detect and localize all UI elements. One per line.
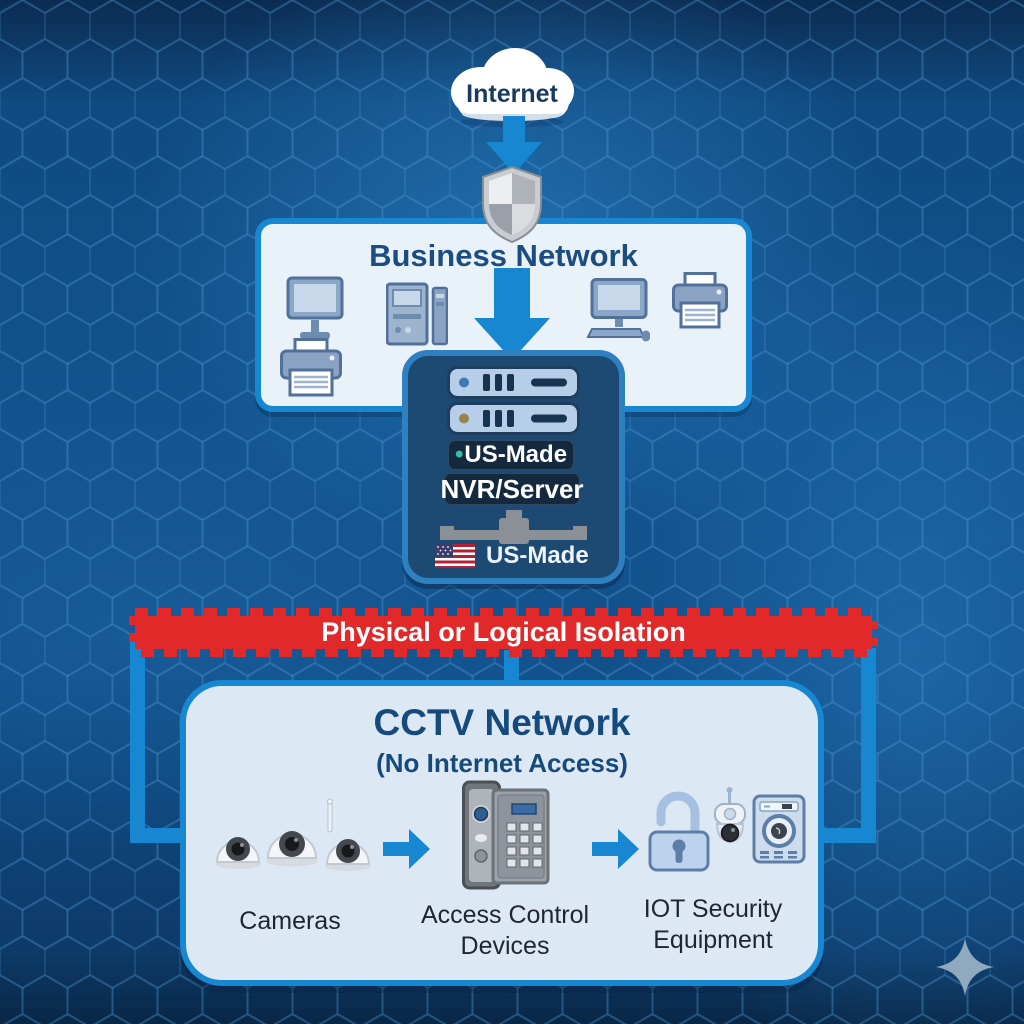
access-control-icon: [462, 780, 550, 890]
sparkle-icon: [936, 938, 994, 996]
access-control-label: Access Control Devices: [420, 901, 590, 961]
mini-camera-icon: [714, 787, 746, 844]
printer-icon: [280, 338, 342, 397]
dome-camera: [215, 837, 261, 869]
bullet-dot: •: [454, 441, 464, 468]
desktop-computer-icon: [586, 278, 650, 342]
us-made-label: US-Made: [486, 542, 589, 569]
isolation-banner: Physical or Logical Isolation: [129, 608, 878, 657]
alarm-panel-icon: [752, 794, 806, 864]
monitor-icon: [286, 276, 344, 339]
us-made-pill-label: US-Made: [464, 441, 568, 468]
connector-right-vertical: [861, 648, 876, 843]
nvr-server-box: • US-Made NVR/Server US-Made: [402, 350, 625, 584]
internet-label: Internet: [466, 80, 558, 108]
cctv-network-title: CCTV Network: [373, 702, 631, 743]
down-arrow-icon: [486, 116, 542, 174]
open-padlock-icon: [648, 791, 710, 872]
us-made-pill: • US-Made: [448, 440, 574, 470]
banner-teeth: [135, 648, 872, 657]
down-arrow-icon: [474, 268, 550, 360]
banner-teeth: [135, 608, 872, 617]
isolation-label: Physical or Logical Isolation: [321, 617, 686, 647]
tower-pc-icon: [386, 282, 448, 346]
shield-icon: [482, 165, 542, 243]
right-arrow-icon: [592, 829, 639, 869]
nvr-server-pill: NVR/Server: [440, 473, 584, 505]
right-arrow-icon: [383, 829, 430, 869]
business-network-title: Business Network: [369, 238, 638, 273]
server-unit-icon: [447, 402, 580, 435]
us-flag-icon: [435, 544, 475, 568]
cloud-icon: [451, 48, 574, 127]
banner-teeth: [129, 616, 135, 649]
iot-security-icon: [648, 787, 806, 872]
banner-core: [135, 616, 872, 649]
iot-security-label: IOT Security Equipment: [643, 895, 783, 955]
server-unit-icon: [447, 366, 580, 399]
banner-teeth: [872, 616, 878, 649]
dome-camera-wireless: [325, 798, 371, 871]
connector-right-horizontal: [816, 828, 876, 843]
connector-left-horizontal: [130, 828, 190, 843]
cctv-network-box: CCTV Network (No Internet Access): [180, 680, 824, 986]
cameras-label: Cameras: [239, 907, 341, 935]
network-splitter-icon: [440, 510, 587, 550]
printer-icon: [672, 272, 728, 329]
dome-cameras-icon: [215, 798, 371, 871]
connector-left-vertical: [130, 640, 145, 843]
dome-camera: [266, 831, 318, 867]
cctv-subtitle: (No Internet Access): [376, 748, 628, 778]
